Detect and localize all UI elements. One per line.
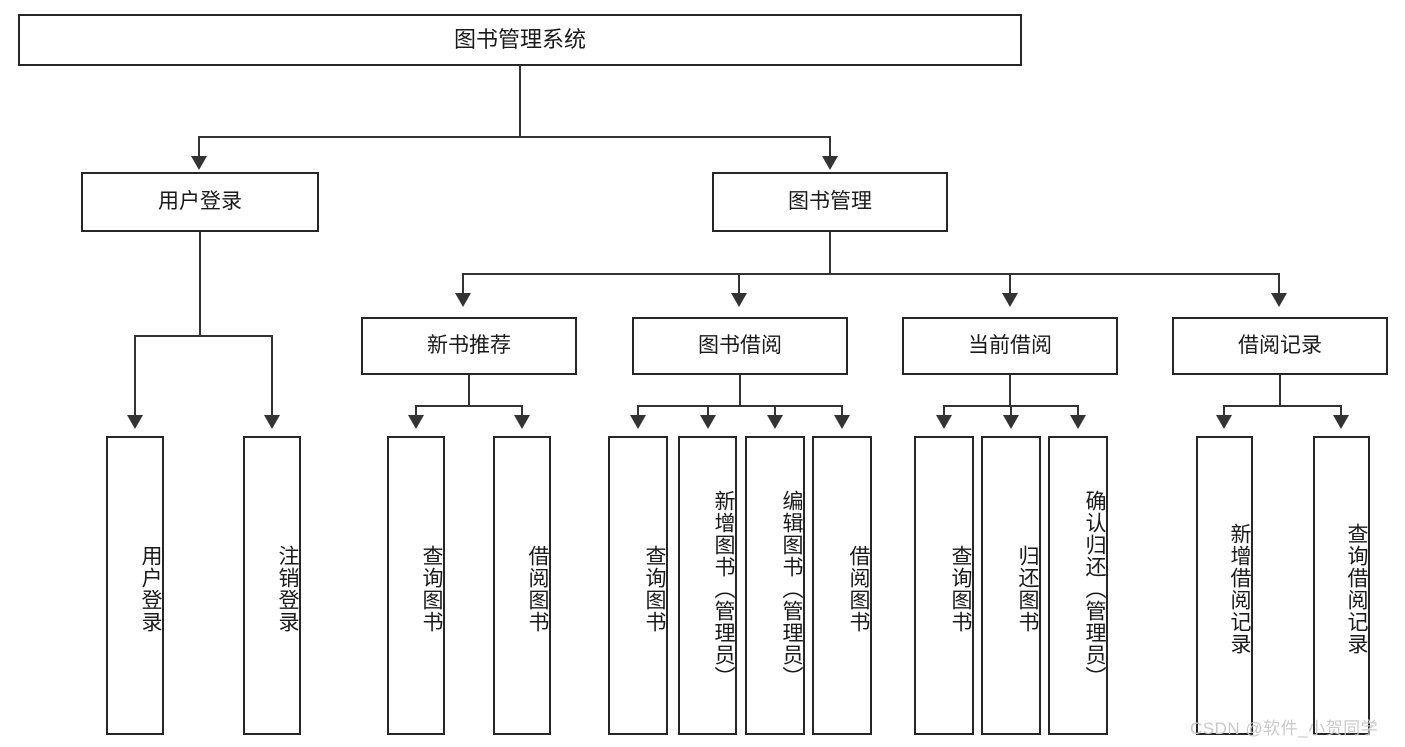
- edge-root-bus: [198, 136, 831, 138]
- node-label: 用户登录: [158, 189, 242, 213]
- arrowhead-borrow-record: [1271, 293, 1287, 307]
- node-label: 查询借阅记录: [1345, 522, 1368, 655]
- arrowhead-leaf-add-record: [1216, 415, 1232, 429]
- leaf-query-book-borrow[interactable]: 查询图书: [608, 436, 668, 735]
- node-label: 借阅图书: [526, 544, 549, 633]
- edge-cb-leaf-3: [1077, 405, 1079, 417]
- leaf-return-book[interactable]: 归还图书: [981, 436, 1041, 735]
- leaf-query-borrow-record[interactable]: 查询借阅记录: [1313, 436, 1370, 735]
- node-label: 借阅记录: [1238, 333, 1322, 357]
- edge-user-login-leaf-2: [271, 335, 273, 417]
- node-label: 新增借阅记录: [1228, 522, 1251, 655]
- edge-book-management-stem: [829, 232, 831, 274]
- node-current-borrow[interactable]: 当前借阅: [902, 317, 1118, 375]
- edge-bb-leaf-3: [774, 405, 776, 417]
- leaf-edit-book-admin[interactable]: 编辑图书（管理员）: [745, 436, 805, 735]
- arrowhead-leaf-query-book-b: [630, 415, 646, 429]
- leaf-query-book-new-recommend[interactable]: 查询图书: [387, 436, 445, 735]
- node-label: 图书管理系统: [453, 27, 586, 53]
- arrowhead-leaf-user-login: [127, 415, 143, 429]
- leaf-confirm-return-admin[interactable]: 确认归还（管理员）: [1048, 436, 1108, 735]
- arrowhead-leaf-logout: [264, 415, 280, 429]
- leaf-borrow-book-new-recommend[interactable]: 借阅图书: [493, 436, 551, 735]
- arrowhead-leaf-query-record: [1333, 415, 1349, 429]
- edge-bm-to-current-borrow: [1009, 273, 1011, 295]
- node-label: 归还图书: [1016, 544, 1039, 633]
- edge-bb-leaf-4: [841, 405, 843, 417]
- arrowhead-user-login: [191, 156, 207, 170]
- arrowhead-book-management: [822, 156, 838, 170]
- edge-root-to-book-management: [829, 136, 831, 158]
- edge-new-book-leaf-2: [521, 405, 523, 417]
- node-label: 确认归还（管理员）: [1083, 489, 1106, 688]
- edge-user-login-bus: [134, 335, 273, 337]
- leaf-user-login[interactable]: 用户登录: [106, 436, 164, 735]
- leaf-add-book-admin[interactable]: 新增图书（管理员）: [678, 436, 737, 735]
- edge-book-borrow-bus: [637, 405, 843, 407]
- node-label: 新书推荐: [427, 333, 511, 357]
- edge-root-stem: [519, 66, 521, 137]
- node-user-login[interactable]: 用户登录: [81, 172, 319, 232]
- edge-new-book-stem: [468, 375, 470, 406]
- edge-br-leaf-2: [1340, 405, 1342, 417]
- arrowhead-leaf-borrow-book-b: [834, 415, 850, 429]
- node-label: 编辑图书（管理员）: [780, 489, 803, 688]
- node-label: 用户登录: [139, 544, 162, 633]
- arrowhead-leaf-add-book: [700, 415, 716, 429]
- edge-cb-leaf-1: [943, 405, 945, 417]
- node-label: 查询图书: [643, 544, 666, 633]
- arrowhead-leaf-confirm-return: [1070, 415, 1086, 429]
- node-label: 图书管理: [788, 189, 872, 213]
- node-label: 注销登录: [276, 544, 299, 633]
- node-label: 借阅图书: [847, 544, 870, 633]
- arrowhead-leaf-edit-book: [767, 415, 783, 429]
- edge-book-management-bus: [462, 273, 1280, 275]
- node-root-book-management-system[interactable]: 图书管理系统: [18, 14, 1022, 66]
- arrowhead-leaf-query-book-c: [936, 415, 952, 429]
- node-label: 查询图书: [420, 544, 443, 633]
- edge-borrow-record-bus: [1223, 405, 1341, 407]
- node-book-borrow[interactable]: 图书借阅: [632, 317, 848, 375]
- edge-bb-leaf-1: [637, 405, 639, 417]
- node-label: 新增图书（管理员）: [712, 489, 735, 688]
- arrowhead-new-book-recommend: [455, 293, 471, 307]
- edge-book-borrow-stem: [739, 375, 741, 406]
- leaf-add-borrow-record[interactable]: 新增借阅记录: [1196, 436, 1253, 735]
- arrowhead-leaf-query-book-a: [408, 415, 424, 429]
- arrowhead-leaf-borrow-book-a: [514, 415, 530, 429]
- edge-bb-leaf-2: [707, 405, 709, 417]
- edge-cb-leaf-2: [1010, 405, 1012, 417]
- edge-br-leaf-1: [1223, 405, 1225, 417]
- edge-bm-to-new-book: [462, 273, 464, 295]
- edge-root-to-user-login: [198, 136, 200, 158]
- leaf-logout[interactable]: 注销登录: [243, 436, 301, 735]
- node-book-management[interactable]: 图书管理: [712, 172, 948, 232]
- leaf-query-book-current[interactable]: 查询图书: [914, 436, 974, 735]
- arrowhead-leaf-return-book: [1003, 415, 1019, 429]
- node-borrow-record[interactable]: 借阅记录: [1172, 317, 1388, 375]
- node-label: 查询图书: [949, 544, 972, 633]
- edge-bm-to-borrow-record: [1278, 273, 1280, 295]
- edge-new-book-leaf-1: [415, 405, 417, 417]
- node-new-book-recommend[interactable]: 新书推荐: [361, 317, 577, 375]
- edge-user-login-stem: [199, 232, 201, 336]
- arrowhead-current-borrow: [1002, 293, 1018, 307]
- edge-bm-to-book-borrow: [738, 273, 740, 295]
- node-label: 当前借阅: [968, 333, 1052, 357]
- arrowhead-book-borrow: [731, 293, 747, 307]
- edge-current-borrow-stem: [1009, 375, 1011, 406]
- edge-user-login-leaf-1: [134, 335, 136, 417]
- csdn-watermark: CSDN @软件_小贺同学: [1190, 719, 1379, 738]
- leaf-borrow-book-borrow[interactable]: 借阅图书: [812, 436, 872, 735]
- edge-borrow-record-stem: [1279, 375, 1281, 406]
- edge-new-book-bus: [415, 405, 522, 407]
- node-label: 图书借阅: [698, 333, 782, 357]
